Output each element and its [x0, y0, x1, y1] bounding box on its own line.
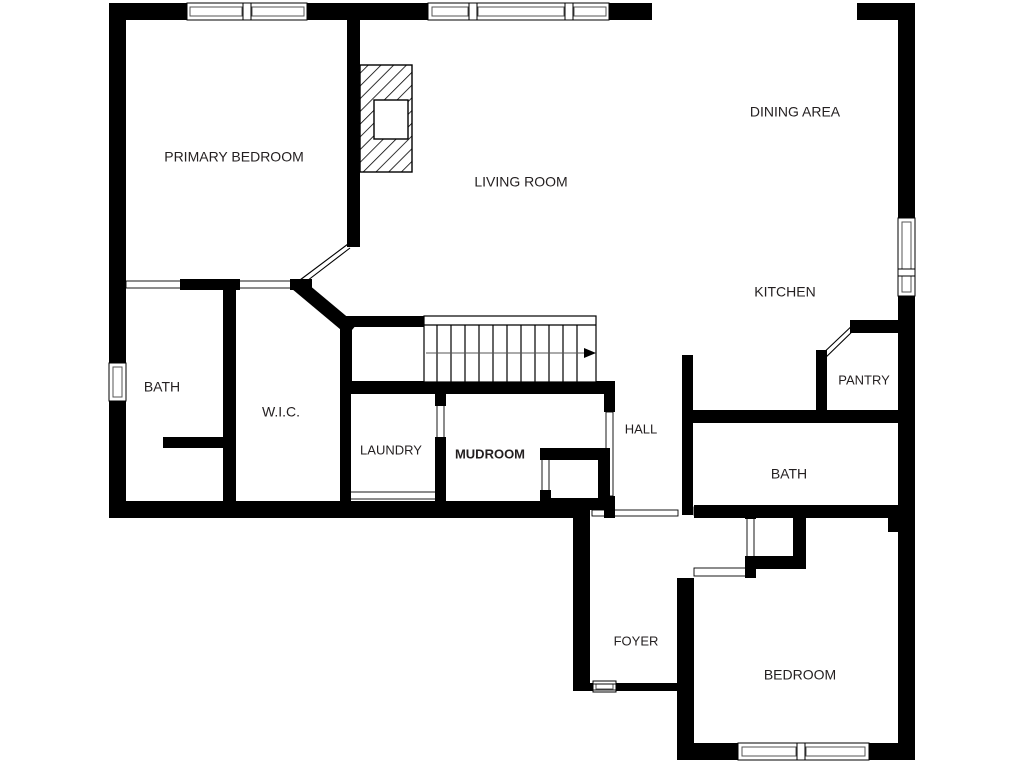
door-opening-mud-closet [541, 456, 550, 492]
wall-exterior-right-lower [898, 294, 915, 760]
wall-primary-bot-left [180, 279, 240, 290]
door-opening-bath-right [693, 506, 747, 516]
wall-mud-closet-right [598, 448, 610, 510]
door-openings [125, 280, 755, 691]
door-pantry [817, 321, 859, 363]
wall-hall-left [682, 355, 693, 515]
wall-living-left [347, 10, 360, 247]
room-label-hall: HALL [625, 421, 658, 436]
door-opening-closet-hall [746, 517, 755, 558]
wall-pantry-left [816, 350, 827, 412]
room-label-foyer: FOYER [614, 633, 659, 648]
room-label-dining-area: DINING AREA [750, 104, 841, 120]
wall-exterior-foyer-br [614, 683, 678, 691]
windows [108, 2, 916, 761]
room-label-mudroom: MUDROOM [455, 446, 525, 461]
door-opening-laundry-top [341, 395, 350, 439]
wall-closet-left-top [745, 505, 756, 519]
wall-exterior-top-left [109, 3, 190, 20]
door-opening-bath-left [125, 280, 182, 289]
wall-mudroom-right [604, 394, 615, 412]
wall-mud-closet-left [540, 448, 551, 458]
door-opening-wic [237, 280, 292, 289]
wall-exterior-top-right [606, 3, 652, 20]
room-label-bath-left: BATH [144, 379, 180, 395]
window-kitchen-right [897, 217, 916, 297]
interior-walls [163, 10, 910, 578]
wall-stair-left [340, 316, 352, 394]
staircase-to-upper [423, 315, 597, 383]
window-primary-bedroom-top [186, 2, 308, 21]
stair-direction-arrow [584, 348, 596, 358]
door-opening-mud-hall [605, 411, 614, 497]
wall-exterior-foyer-left [573, 510, 590, 690]
wall-mud-closet-top [540, 448, 610, 460]
wall-exterior-top-mid [303, 3, 431, 20]
door-opening-laundry-bot [348, 491, 438, 500]
room-labels: PRIMARY BEDROOM LIVING ROOM DINING AREA … [144, 104, 890, 683]
window-bedroom-bottom [737, 742, 870, 761]
wall-exterior-right-upper [898, 3, 915, 219]
fireplace-living-room [359, 64, 413, 173]
wall-exterior-foyer-bottom [573, 683, 595, 691]
door-opening-foyer-bed [591, 683, 679, 691]
wall-stair-top-left [347, 316, 431, 327]
window-bath-left [108, 362, 127, 402]
wall-bath-wic-divider [223, 279, 236, 510]
room-label-bath-right: BATH [771, 466, 807, 482]
wall-mud-closet-bottom [540, 498, 610, 510]
wall-wic-laundry [340, 394, 351, 501]
exterior-walls [109, 3, 915, 760]
room-label-living-room: LIVING ROOM [474, 174, 567, 190]
wall-exterior-left-upper [109, 3, 126, 364]
room-label-kitchen: KITCHEN [754, 284, 815, 300]
wall-closet-left-bot [745, 556, 756, 578]
wall-laundry-right [435, 437, 446, 507]
wall-kitchen-bottom [682, 410, 910, 423]
room-label-primary-bedroom: PRIMARY BEDROOM [164, 149, 304, 165]
wall-closet-right [793, 510, 806, 568]
room-label-laundry: LAUNDRY [360, 442, 422, 457]
wall-exterior-bottom-left [109, 501, 480, 518]
door-opening-bedroom [693, 567, 747, 577]
door-primary-bedroom [299, 243, 351, 285]
wall-exterior-left-lower [109, 399, 126, 518]
wall-pantry-top [850, 320, 910, 333]
room-label-pantry: PANTRY [838, 372, 890, 387]
wall-bath-stub [163, 437, 225, 448]
wall-exterior-foyer-right [677, 600, 694, 691]
wall-stair-bottom [347, 381, 615, 394]
window-living-room-top [427, 2, 610, 21]
room-label-wic: W.I.C. [262, 404, 300, 420]
wall-mud-closet-left-b [540, 490, 551, 510]
doors [125, 243, 859, 691]
room-label-bedroom: BEDROOM [764, 667, 836, 683]
wall-diagonal-bedroom [292, 278, 357, 336]
door-opening-laundry-rt [436, 395, 445, 439]
wall-bedroom-right-stub [888, 518, 899, 532]
door-opening-hall-foyer [591, 509, 679, 517]
diagonal-walls [292, 278, 357, 336]
wall-closet-bottom [745, 556, 806, 569]
wall-laundry-right-top [435, 394, 446, 406]
